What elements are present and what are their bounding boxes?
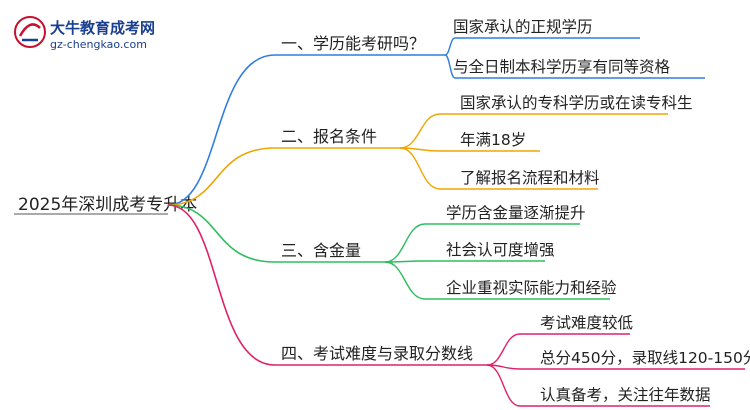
logo-mark: [14, 16, 46, 48]
logo-name: 大牛教育成考网: [50, 19, 155, 37]
leaf-connector: [444, 54, 456, 79]
leaf-connector: [384, 223, 426, 263]
logo: 大牛教育成考网 gz-chengkao.com: [14, 16, 155, 51]
leaf-connector: [486, 333, 521, 366]
branch-connector: [167, 204, 276, 263]
branch-connector: [167, 54, 276, 206]
leaf-label: 考试难度较低: [540, 314, 633, 332]
leaf-label: 认真备考，关注往年数据: [540, 386, 711, 404]
leaf-label: 总分450分，录取线120-150分: [540, 349, 750, 367]
branch-label: 二、报名条件: [281, 127, 377, 146]
leaf-connector: [384, 261, 426, 300]
branch-4: 四、考试难度与录取分数线 考试难度较低总分450分，录取线120-150分认真备考…: [167, 204, 750, 407]
leaf-label: 国家承认的正规学历: [453, 18, 593, 36]
leaf-label: 了解报名流程和材料: [460, 169, 600, 187]
branch-label: 四、考试难度与录取分数线: [281, 344, 473, 363]
leaf-label: 国家承认的专科学历或在读专科生: [460, 94, 693, 112]
branch-label: 三、含金量: [281, 241, 361, 260]
leaf-connector: [444, 37, 456, 56]
branch-connector: [167, 204, 276, 366]
leaf-connector: [486, 364, 521, 407]
leaf-label: 学历含金量逐渐提升: [446, 204, 586, 222]
leaf-connector: [399, 113, 441, 149]
leaf-label: 企业重视实际能力和经验: [446, 279, 617, 297]
leaf-label: 年满18岁: [460, 131, 526, 149]
leaf-label: 社会认可度增强: [446, 241, 555, 259]
branch-label: 一、学历能考研吗？: [281, 34, 425, 53]
root-node-label: 2025年深圳成考专升本: [18, 195, 197, 215]
logo-url: gz-chengkao.com: [50, 38, 147, 51]
branch-connector: [167, 147, 276, 206]
leaf-label: 与全日制本科学历享有同等资格: [453, 58, 671, 76]
leaf-connector: [399, 147, 441, 190]
